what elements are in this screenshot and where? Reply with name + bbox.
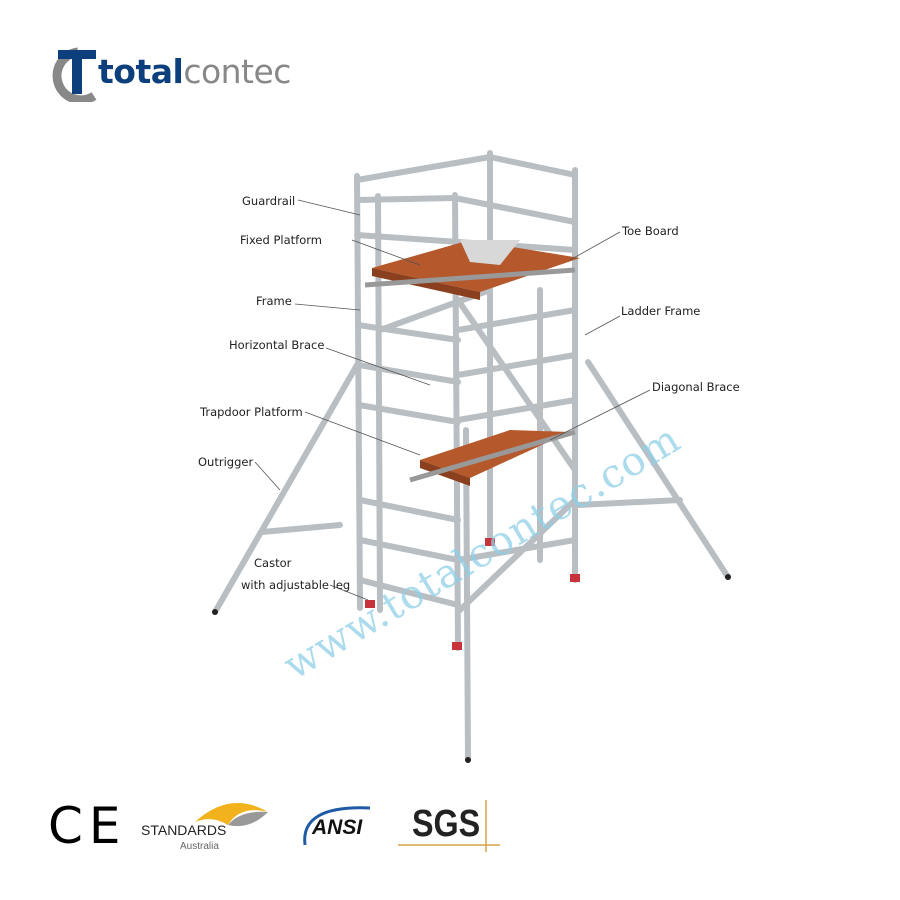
- standards-australia-logo: STANDARDS: [141, 822, 227, 838]
- tubes: [212, 150, 731, 763]
- brand-name: totalcontec: [98, 52, 291, 91]
- leader-lines: [254, 199, 651, 601]
- sgs-logo: SGS: [412, 803, 481, 845]
- trapdoor-platform: [409, 429, 576, 486]
- label-outrigger: Outrigger: [198, 455, 254, 469]
- label-castor-adjustable-leg: with adjustable leg: [241, 578, 351, 592]
- standards-australia-swoosh: [195, 803, 268, 827]
- fixed-platform: [364, 240, 580, 300]
- ce-mark: CE: [48, 797, 127, 855]
- label-diagonal-brace: Diagonal Brace: [652, 380, 740, 394]
- label-ladder-frame: Ladder Frame: [621, 304, 701, 318]
- label-fixed-platform: Fixed Platform: [240, 233, 322, 247]
- label-trapdoor-platform: Trapdoor Platform: [200, 405, 303, 419]
- standards-australia-subtext: Australia: [180, 841, 219, 852]
- label-castor: Castor: [254, 556, 292, 570]
- outrigger-feet: [212, 574, 731, 763]
- brand-name-light: contec: [183, 52, 291, 91]
- label-frame: Frame: [256, 294, 292, 308]
- label-guardrail: Guardrail: [242, 194, 296, 208]
- label-horizontal-brace: Horizontal Brace: [229, 338, 325, 352]
- ansi-arc: [303, 806, 371, 846]
- totalcontec-logo-mark: [52, 47, 97, 102]
- castors: [365, 538, 580, 650]
- brand-name-bold: total: [98, 52, 184, 91]
- sgs-crosshair: [398, 800, 500, 852]
- label-toe-board: Toe Board: [622, 224, 679, 238]
- ansi-logo: ANSI: [312, 816, 363, 839]
